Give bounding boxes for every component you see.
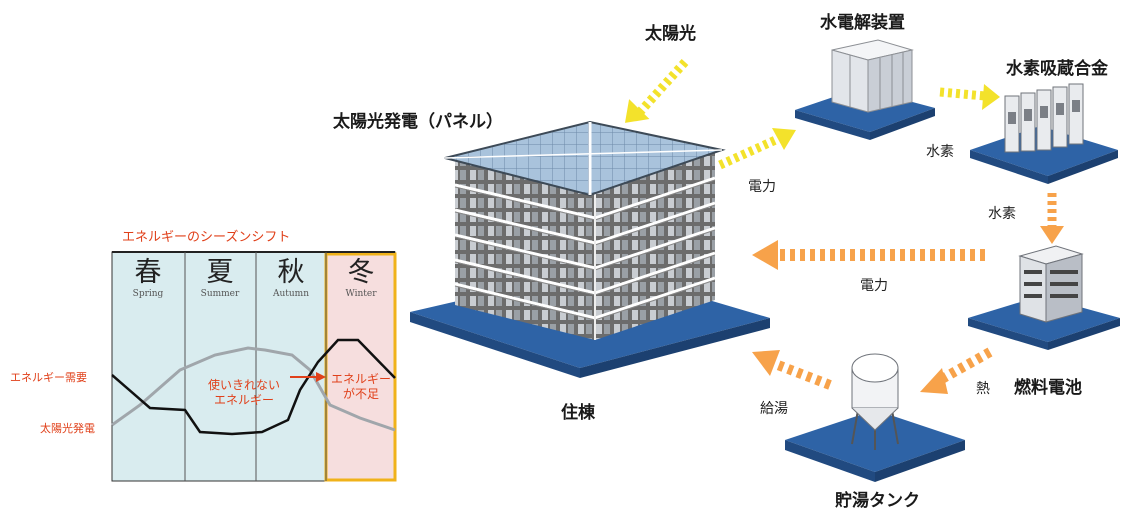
residence-building <box>410 120 770 378</box>
electrolyzer-label: 水電解装置 <box>820 13 905 33</box>
season-english: Summer <box>200 289 240 299</box>
season-kanji: 春 <box>134 257 162 288</box>
hydrogen-label-2: 水素 <box>988 206 1016 222</box>
power-label-1: 電力 <box>748 179 776 195</box>
power-arrow-to-electrolyzer <box>718 133 782 170</box>
storage-tank-device <box>785 353 965 482</box>
sunlight-arrow <box>636 58 689 116</box>
hot-water-arrow-to-residence <box>768 357 832 390</box>
storage-tank-label: 貯湯タンク <box>835 491 920 511</box>
solar-generation-label: 太陽光発電 <box>40 422 95 435</box>
fuel-cell-label: 燃料電池 <box>1014 378 1082 398</box>
solar-panel-label: 太陽光発電（パネル） <box>333 112 503 132</box>
surplus-energy-note: 使いきれない エネルギー <box>207 378 280 407</box>
fuel-cell-device <box>968 245 1120 350</box>
season-english: Autumn <box>272 289 310 299</box>
hydrogen-alloy-device <box>970 83 1118 184</box>
season-kanji: 冬 <box>347 257 375 288</box>
hydrogen-label-1: 水素 <box>926 144 954 160</box>
heat-arrow-to-tank <box>937 347 993 385</box>
season-spring: 春 Spring <box>113 257 183 300</box>
hydrogen-arrow-to-alloy <box>939 87 986 101</box>
season-kanji: 秋 <box>277 257 305 288</box>
energy-shortage-note: エネルギー が不足 <box>330 372 391 401</box>
energy-demand-curve <box>111 338 396 436</box>
electrolyzer-device <box>795 39 935 140</box>
building-right-face <box>595 150 715 340</box>
hot-water-label: 給湯 <box>760 401 788 417</box>
season-autumn: 秋 Autumn <box>256 257 326 300</box>
hydrogen-alloy-label: 水素吸蔵合金 <box>1006 59 1108 79</box>
residence-label: 住棟 <box>561 403 595 423</box>
power-label-2: 電力 <box>860 278 888 294</box>
solar-light-label: 太陽光 <box>645 24 696 44</box>
season-english: Spring <box>132 289 164 299</box>
season-summer: 夏 Summer <box>185 257 255 300</box>
solar-generation-curve <box>111 346 396 432</box>
demand-label: エネルギー需要 <box>10 371 87 384</box>
season-kanji: 夏 <box>206 257 234 288</box>
season-winter: 冬 Winter <box>326 257 396 300</box>
season-chart <box>111 251 397 482</box>
chart-title: エネルギーのシーズンシフト <box>122 230 291 245</box>
heat-label: 熱 <box>976 381 990 397</box>
season-english: Winter <box>345 289 377 299</box>
